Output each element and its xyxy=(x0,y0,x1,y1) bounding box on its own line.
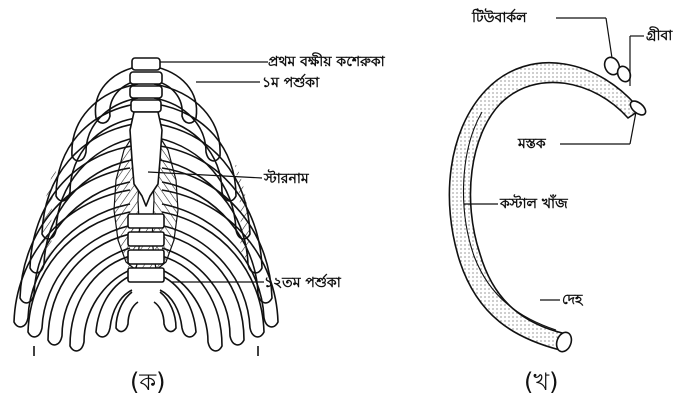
single-rib-drawing xyxy=(449,18,648,354)
ribs-left xyxy=(14,66,140,351)
label-head: মস্তক xyxy=(518,136,546,152)
label-first-rib: ১ম পর্শুকা xyxy=(262,75,319,91)
label-tubercle: টিউবার্কল xyxy=(472,10,527,26)
label-body: দেহ xyxy=(562,292,582,308)
rib-cage-drawing xyxy=(14,58,278,356)
caption-b: (খ) xyxy=(524,368,559,396)
label-twelfth-rib: ১২তম পর্শুকা xyxy=(264,275,341,291)
label-sternum: স্টারনাম xyxy=(264,171,309,187)
label-costal-groove: কস্টাল খাঁজ xyxy=(500,196,568,212)
label-neck: গ্রীবা xyxy=(646,28,672,44)
label-first-thoracic-vertebra: প্রথম বক্ষীয় কশেরুকা xyxy=(268,54,385,70)
caption-a: (ক) xyxy=(130,368,166,396)
